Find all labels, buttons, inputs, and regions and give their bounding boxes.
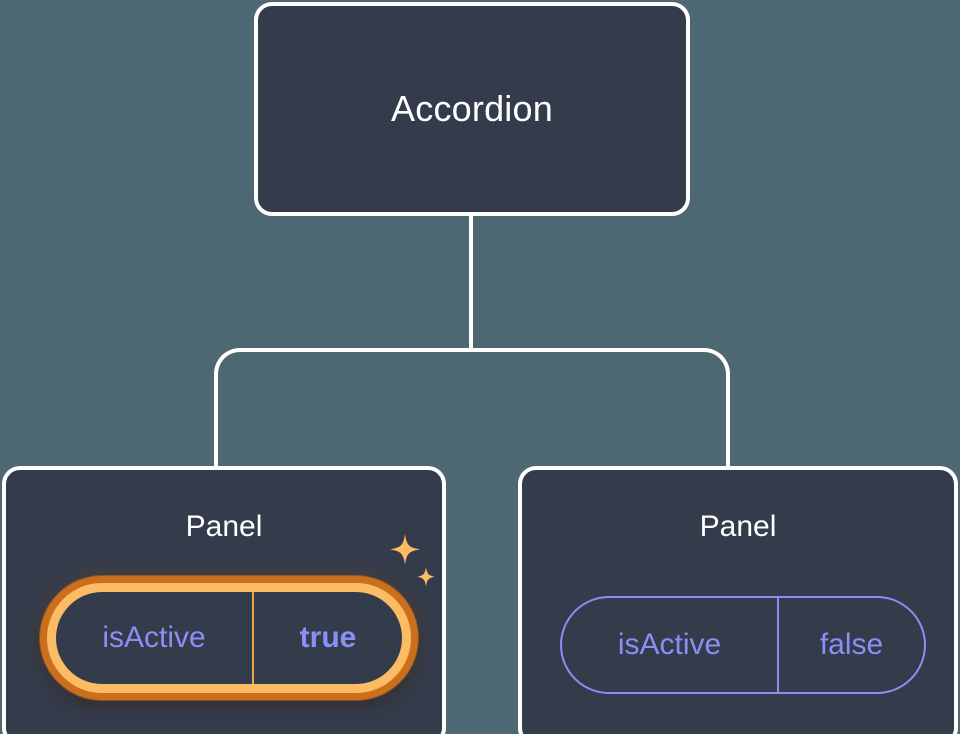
prop-value: false (777, 598, 924, 692)
pill-body: isActive true (56, 592, 402, 684)
tree-node-accordion[interactable]: Accordion (254, 2, 690, 216)
tree-node-panel-inactive[interactable]: Panel isActive false (518, 466, 958, 734)
tree-node-panel-active[interactable]: Panel isActive true (2, 466, 446, 734)
prop-key: isActive (102, 621, 206, 654)
connector-branch-bus (214, 348, 730, 468)
node-title: Accordion (391, 88, 553, 129)
connector-root-stem (469, 214, 473, 350)
prop-pill[interactable]: isActive false (560, 596, 926, 694)
node-title: Panel (699, 510, 777, 543)
prop-value: true (252, 592, 402, 684)
node-title: Panel (185, 510, 263, 543)
prop-key: isActive (617, 628, 722, 661)
prop-pill-highlighted[interactable]: isActive true (40, 576, 418, 700)
